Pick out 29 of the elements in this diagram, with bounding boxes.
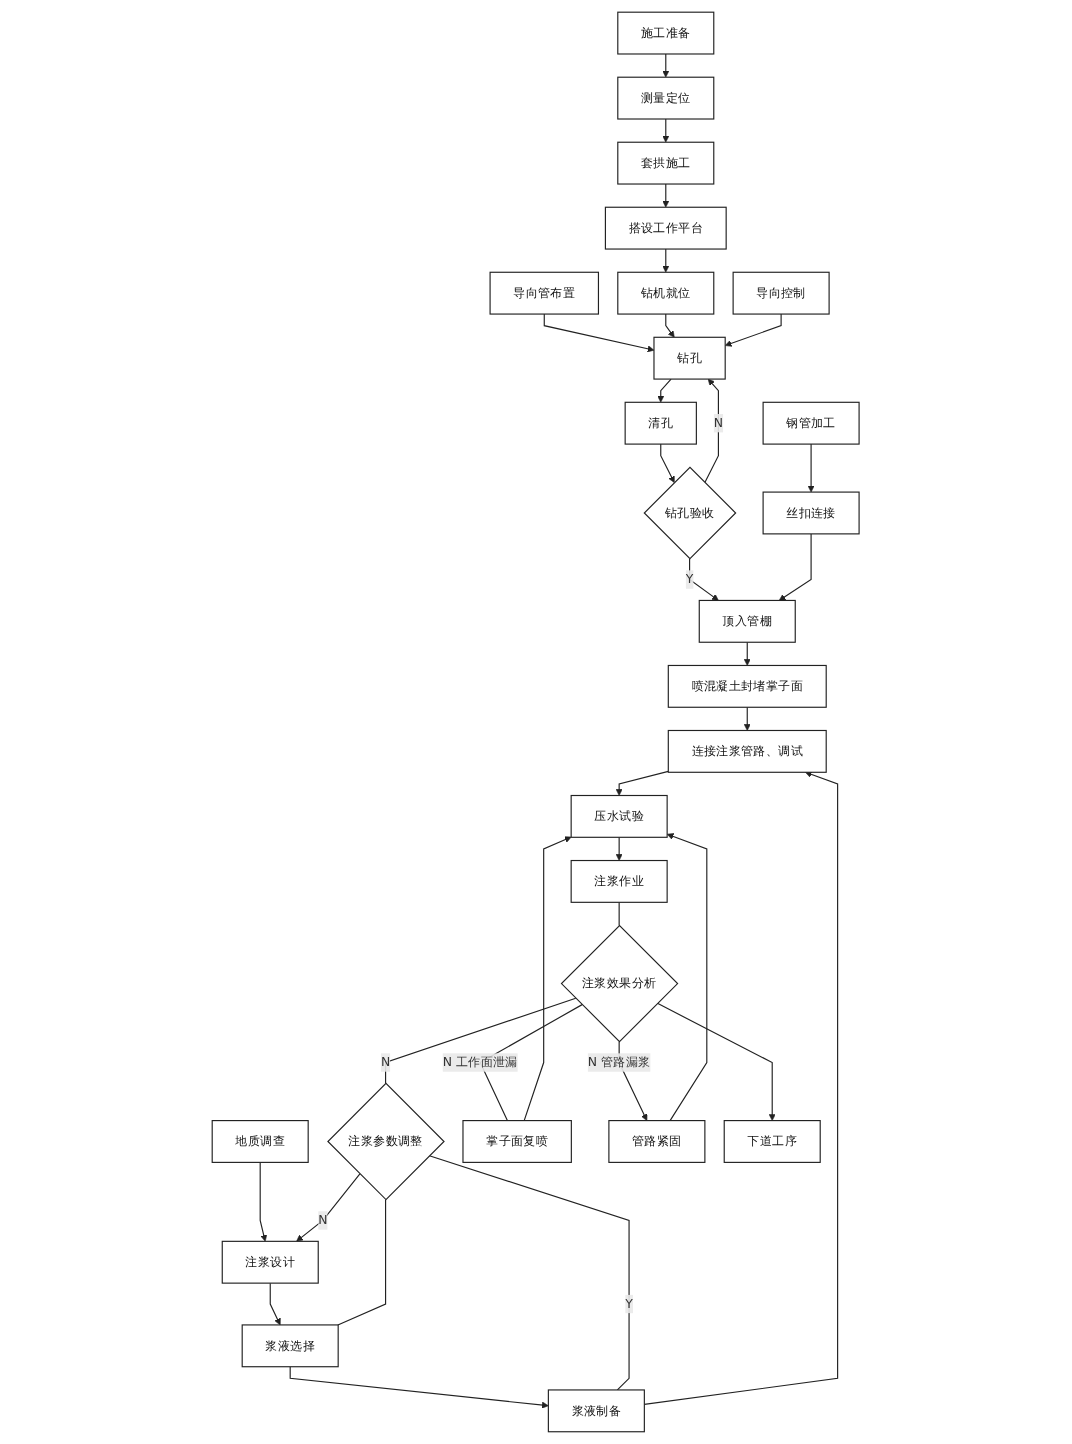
connector <box>618 901 621 927</box>
arrow <box>662 118 670 143</box>
arrow <box>616 770 670 796</box>
arrow <box>259 1161 268 1242</box>
arrow <box>779 533 813 601</box>
arrow <box>544 313 655 353</box>
arrow <box>523 836 572 1122</box>
arrow <box>657 1002 776 1121</box>
arrow <box>660 443 675 483</box>
arrow <box>725 313 783 347</box>
arrow <box>662 183 670 208</box>
arrow <box>808 443 815 493</box>
arrow <box>665 313 675 338</box>
arrow <box>744 641 751 666</box>
arrow <box>662 53 670 78</box>
arrow <box>270 1282 281 1326</box>
arrow <box>296 1173 361 1242</box>
arrow <box>662 248 670 273</box>
arrow <box>667 833 708 1122</box>
arrow <box>616 836 623 861</box>
connector <box>385 997 577 1085</box>
connector <box>429 1155 630 1391</box>
arrow <box>744 706 751 731</box>
connector <box>337 1199 387 1326</box>
arrow <box>689 558 720 601</box>
arrow <box>289 1366 549 1409</box>
arrow <box>704 378 720 484</box>
arrow <box>657 378 672 403</box>
arrow <box>644 771 839 1405</box>
